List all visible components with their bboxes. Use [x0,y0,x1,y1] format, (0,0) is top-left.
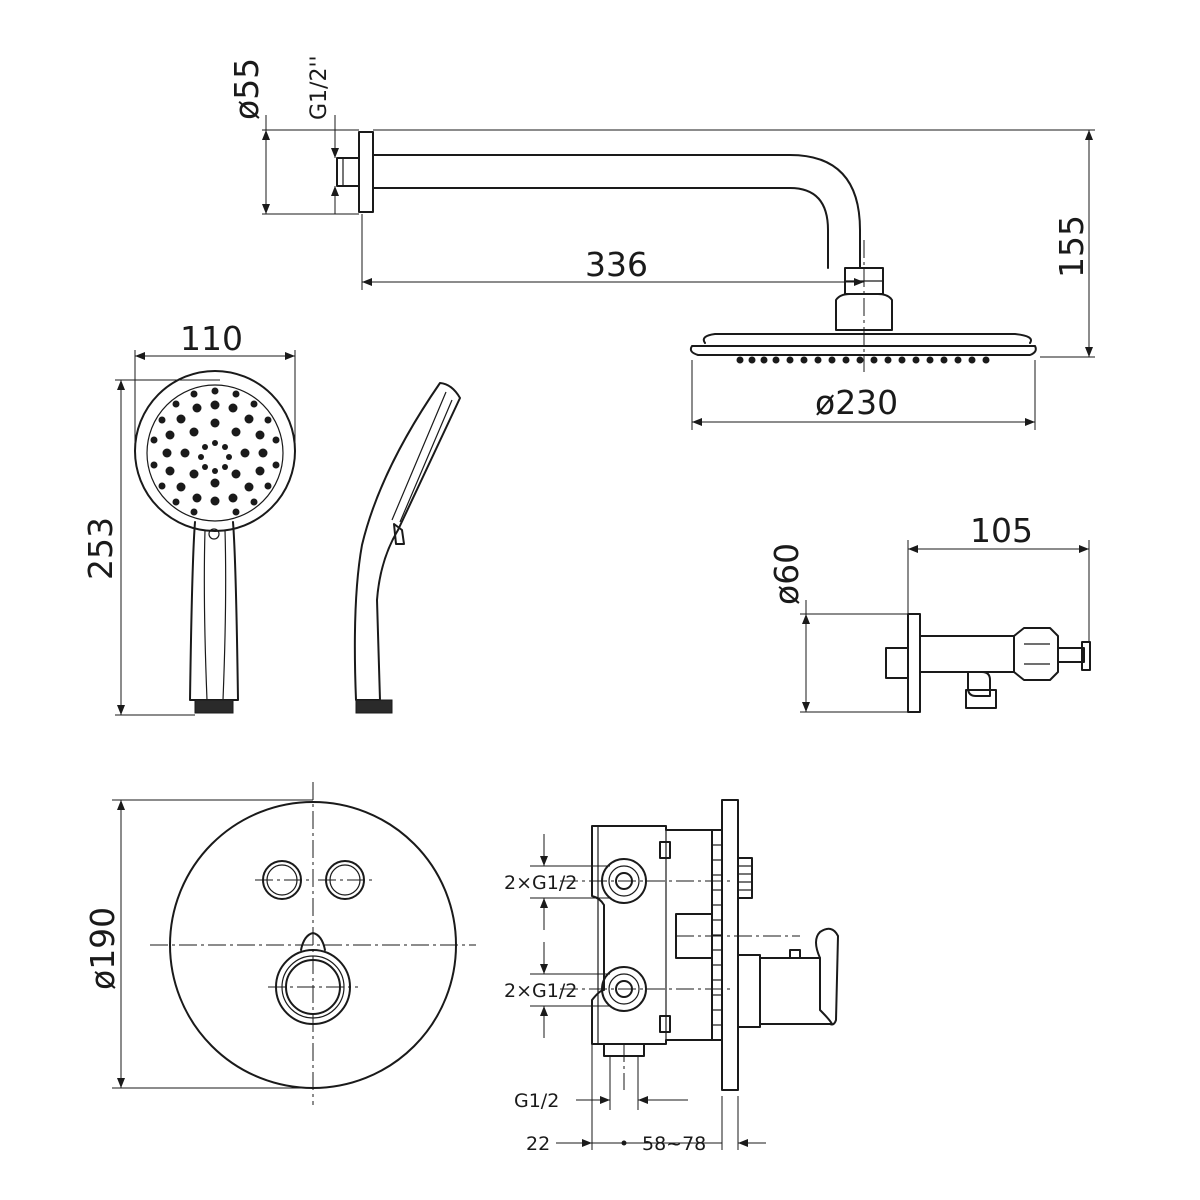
handshower-dimensions: 110 253 [81,319,296,716]
handshower-width-label: 110 [180,319,243,358]
plaster-depth-label: 22 [526,1133,550,1155]
spout-length-label: 105 [970,511,1033,550]
valve-dimensions: 2×G1/2 2×G1/2 G1/2 22 58~78 [504,834,766,1155]
lower-ports-label: 2×G1/2 [504,980,577,1002]
trim-dimensions: ø190 [83,799,313,1089]
valve-body-view [560,799,839,1091]
handshower-nozzles [150,387,280,516]
right-push-button[interactable] [318,860,372,900]
handshower-front-view [134,370,296,714]
head-dia-label: ø230 [815,383,898,422]
handshower-side-view [353,382,461,714]
arm-height-label: 155 [1052,215,1091,278]
spout-dia-label: ø60 [767,543,806,605]
bottom-port-label: G1/2 [514,1090,559,1112]
trim-plate-view [150,782,476,1105]
temperature-knob[interactable] [268,932,358,1025]
arm-thread-label: G1/2'' [307,55,332,120]
spout-view [885,613,1091,713]
shower-arm-view [336,131,1037,372]
trim-dia-label: ø190 [83,907,122,990]
handshower-inner-ring [198,440,232,474]
left-push-button[interactable] [255,860,309,900]
install-depth-label: 58~78 [642,1133,706,1155]
upper-ports-label: 2×G1/2 [504,872,577,894]
arm-length-label: 336 [585,245,648,284]
spout-dimensions: 105 ø60 [767,511,1090,713]
wall-flange-dia-label: ø55 [227,58,266,120]
arm-dimensions: ø55 G1/2'' 336 155 ø230 [227,55,1095,430]
handshower-length-label: 253 [81,517,120,580]
head-nozzles-side [736,356,990,364]
thread-rings [711,829,723,1041]
